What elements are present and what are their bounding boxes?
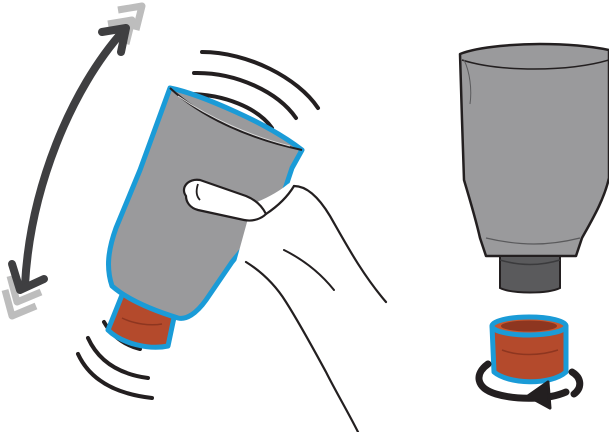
shake-panel bbox=[5, 6, 386, 432]
pouch-icon bbox=[460, 44, 609, 256]
cap-icon bbox=[492, 317, 566, 382]
detach-panel bbox=[460, 44, 609, 408]
spout-icon bbox=[500, 256, 560, 293]
